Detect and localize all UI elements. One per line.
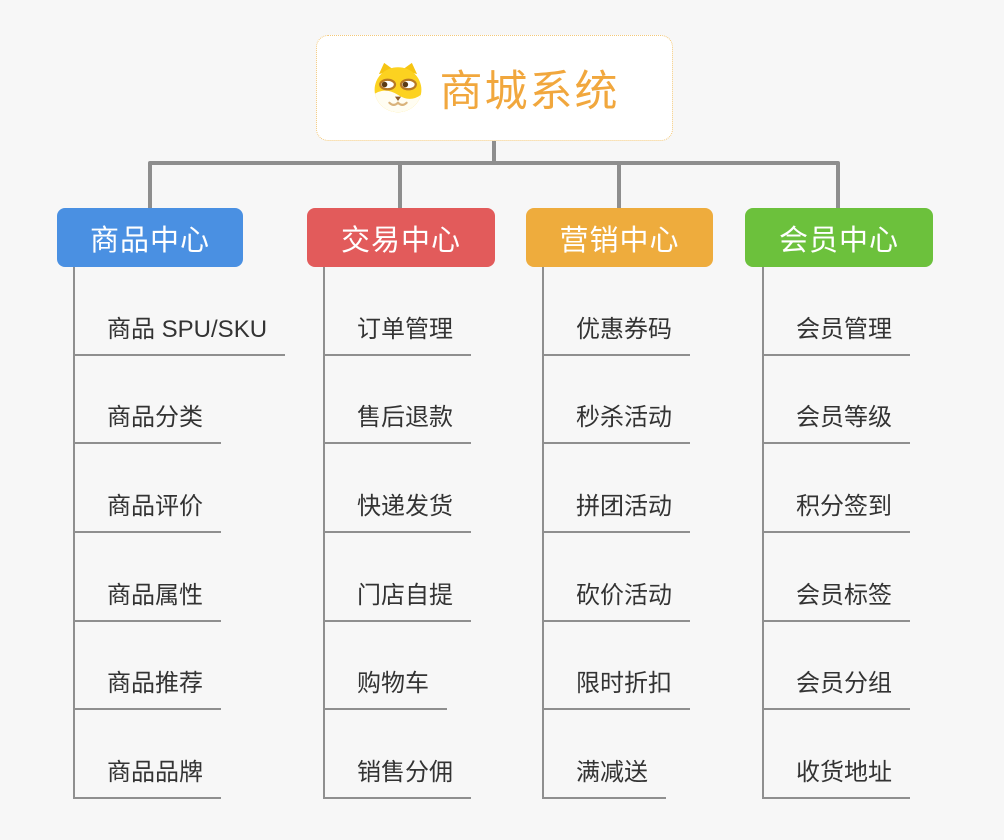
leaf-label: 商品评价 (73, 492, 221, 533)
branch-drop-connector (836, 163, 840, 209)
leaf-label: 订单管理 (323, 315, 471, 356)
leaf-label: 会员等级 (762, 403, 910, 445)
leaf-label: 商品属性 (73, 581, 221, 622)
leaf-item[interactable]: 收货地址 (762, 710, 1004, 799)
leaf-item[interactable]: 门店自提 (323, 533, 575, 622)
leaf-item[interactable]: 快递发货 (323, 444, 575, 533)
leaf-item[interactable]: 商品分类 (73, 356, 325, 445)
leaf-item[interactable]: 会员分组 (762, 622, 1004, 711)
dog-face-icon (374, 62, 421, 113)
leaf-label: 购物车 (323, 669, 447, 711)
leaf-label: 会员标签 (762, 581, 910, 622)
root-title: 商城系统 (439, 68, 620, 116)
branch-drop-connector (398, 163, 402, 209)
leaf-item[interactable]: 商品品牌 (73, 710, 325, 799)
leaf-item[interactable]: 会员等级 (762, 356, 1004, 445)
leaf-column-marketing: 优惠券码 秒杀活动 拼团活动 砍价活动 限时折扣 满减送 (542, 267, 794, 799)
leaf-label: 门店自提 (323, 581, 471, 622)
leaf-item[interactable]: 积分签到 (762, 444, 1004, 533)
leaf-label: 商品 SPU/SKU (73, 315, 286, 356)
branch-header-product-center[interactable]: 商品中心 (57, 208, 243, 267)
branch-header-label: 交易中心 (340, 224, 461, 257)
leaf-item[interactable]: 订单管理 (323, 267, 575, 356)
leaf-label: 收货地址 (762, 758, 910, 799)
leaf-label: 商品分类 (73, 403, 221, 445)
leaf-label: 砍价活动 (542, 581, 690, 622)
leaf-label: 快递发货 (323, 492, 471, 533)
leaf-item[interactable]: 秒杀活动 (542, 356, 794, 445)
branch-header-trade-center[interactable]: 交易中心 (307, 208, 495, 267)
leaf-item[interactable]: 商品评价 (73, 444, 325, 533)
leaf-item[interactable]: 销售分佣 (323, 710, 575, 799)
leaf-item[interactable]: 优惠券码 (542, 267, 794, 356)
leaf-item[interactable]: 商品推荐 (73, 622, 325, 711)
root-stem-connector (492, 140, 496, 163)
leaf-label: 商品推荐 (73, 669, 221, 711)
leaf-item[interactable]: 会员标签 (762, 533, 1004, 622)
leaf-item[interactable]: 满减送 (542, 710, 794, 799)
branch-drop-connector (148, 163, 152, 209)
branch-header-member-center[interactable]: 会员中心 (745, 208, 933, 267)
bus-connector (148, 161, 840, 165)
leaf-item[interactable]: 商品属性 (73, 533, 325, 622)
leaf-label: 秒杀活动 (542, 403, 690, 445)
leaf-item[interactable]: 售后退款 (323, 356, 575, 445)
leaf-item[interactable]: 拼团活动 (542, 444, 794, 533)
leaf-column-member: 会员管理 会员等级 积分签到 会员标签 会员分组 收货地址 (762, 267, 1004, 799)
leaf-item[interactable]: 会员管理 (762, 267, 1004, 356)
branch-header-marketing-center[interactable]: 营销中心 (526, 208, 713, 267)
branch-header-label: 商品中心 (89, 224, 210, 257)
leaf-item[interactable]: 购物车 (323, 622, 575, 711)
leaf-column-trade: 订单管理 售后退款 快递发货 门店自提 购物车 销售分佣 (323, 267, 575, 799)
leaf-label: 会员管理 (762, 315, 910, 356)
leaf-item[interactable]: 限时折扣 (542, 622, 794, 711)
leaf-item[interactable]: 商品 SPU/SKU (73, 267, 325, 356)
leaf-label: 商品品牌 (73, 758, 221, 799)
branch-drop-connector (617, 163, 621, 209)
leaf-label: 销售分佣 (323, 758, 471, 799)
leaf-label: 售后退款 (323, 403, 471, 445)
branch-header-label: 会员中心 (778, 224, 899, 257)
leaf-label: 拼团活动 (542, 492, 690, 533)
leaf-label: 积分签到 (762, 492, 910, 533)
root-node[interactable]: 商城系统 (316, 35, 673, 141)
leaf-item[interactable]: 砍价活动 (542, 533, 794, 622)
leaf-column-product: 商品 SPU/SKU 商品分类 商品评价 商品属性 商品推荐 商品品牌 (73, 267, 325, 799)
branch-header-label: 营销中心 (559, 224, 680, 257)
leaf-label: 限时折扣 (542, 669, 690, 711)
leaf-label: 优惠券码 (542, 315, 690, 356)
leaf-label: 满减送 (542, 758, 666, 799)
leaf-label: 会员分组 (762, 669, 910, 711)
